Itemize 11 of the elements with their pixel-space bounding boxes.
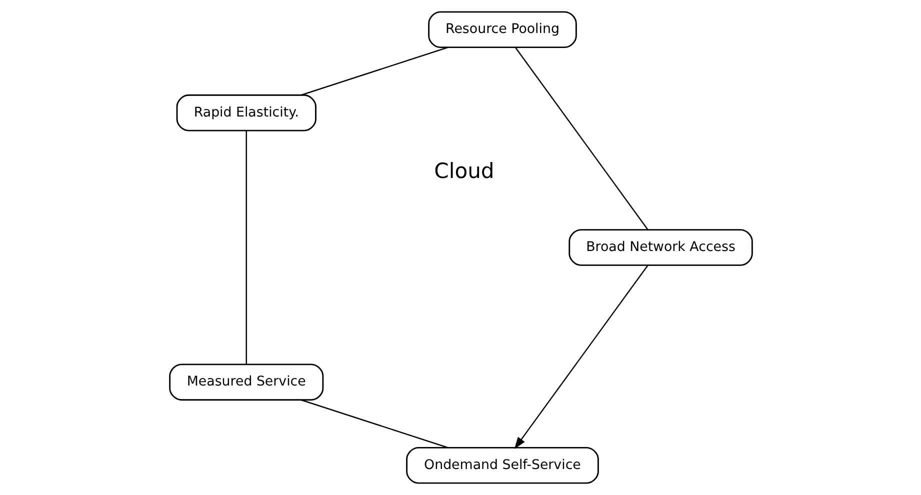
node-box: Measured Service: [168, 364, 324, 401]
label: Cloud: [434, 158, 494, 184]
node-box: Ondemand Self-Service: [406, 446, 598, 484]
node-box: Broad Network Access: [568, 229, 752, 266]
connector: [300, 399, 448, 448]
node-box: Rapid Elasticity.: [176, 94, 316, 132]
connector: [514, 47, 648, 230]
connector: [245, 130, 246, 364]
arrow: [514, 264, 648, 450]
connector: [300, 46, 448, 96]
node-box: Resource Pooling: [428, 11, 576, 48]
